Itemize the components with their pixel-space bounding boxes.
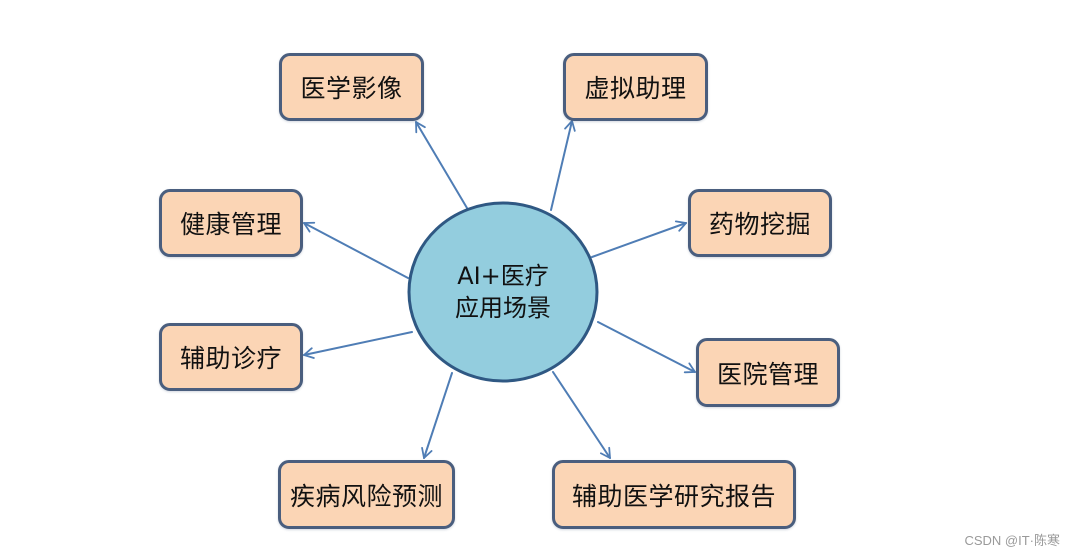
node-label: 药物挖掘 [708,210,811,239]
node-hospital-management: 医院管理 [696,338,840,407]
node-label: 疾病风险预测 [289,481,443,511]
arrow-to-hospital-management [597,321,696,374]
node-label: 虚拟助理 [584,74,687,103]
node-label: 医学影像 [300,74,403,103]
node-assisted-research-report: 辅助医学研究报告 [552,460,796,529]
node-virtual-assistant: 虚拟助理 [563,53,708,121]
node-label: 辅助诊疗 [179,344,282,373]
arrow-to-disease-risk-prediction [421,372,453,459]
center-node-label: AI+医疗 应用场景 [408,202,598,382]
arrow-to-assisted-diagnosis [303,331,413,359]
center-label-line2: 应用场景 [455,294,551,322]
node-medical-imaging: 医学影像 [279,53,424,121]
node-label: 健康管理 [179,210,282,239]
center-circle [407,201,599,383]
node-health-management: 健康管理 [159,189,303,257]
center-label-line1: AI+医疗 [457,262,549,290]
arrow-to-health-management [303,221,409,279]
arrow-to-virtual-assistant [550,120,576,211]
node-label: 医院管理 [716,359,819,389]
node-drug-discovery: 药物挖掘 [688,189,832,257]
node-label: 辅助医学研究报告 [571,481,776,511]
watermark: CSDN @IT·陈寒 [964,533,1060,548]
arrow-to-medical-imaging [415,121,468,209]
node-disease-risk-prediction: 疾病风险预测 [278,460,455,529]
arrow-to-assisted-research-report [552,371,611,459]
node-assisted-diagnosis: 辅助诊疗 [159,323,303,391]
arrow-to-drug-discovery [591,220,687,258]
